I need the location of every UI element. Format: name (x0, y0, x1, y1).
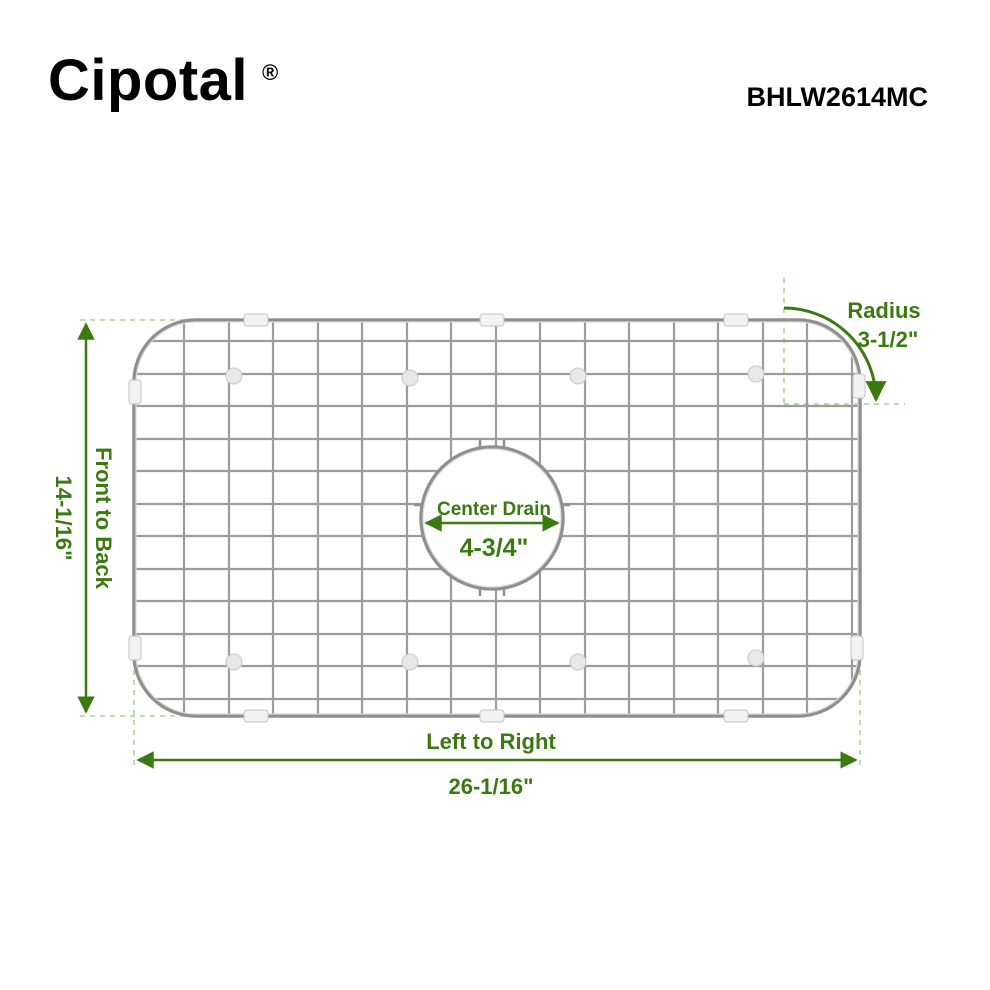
bumper (852, 373, 866, 399)
bumper (723, 709, 749, 723)
rubber-foot (747, 649, 765, 667)
left-to-right-label: Left to Right (426, 729, 556, 754)
registered-mark: ® (262, 60, 279, 85)
radius-label: Radius (847, 298, 920, 323)
rubber-bumpers (128, 313, 866, 723)
center-drain-label: Center Drain (437, 499, 551, 520)
grid-rack (134, 320, 860, 716)
bumper (479, 313, 505, 327)
bumper (723, 313, 749, 327)
front-to-back-label: Front to Back (91, 447, 116, 590)
radius-value: 3-1/2" (858, 327, 919, 352)
left-to-right-value: 26-1/16" (448, 774, 533, 799)
rubber-feet (225, 365, 765, 671)
bumper (128, 635, 142, 661)
rubber-foot (401, 653, 419, 671)
bumper (850, 635, 864, 661)
bumper (128, 379, 142, 405)
rubber-foot (747, 365, 765, 383)
rubber-foot (401, 369, 419, 387)
rubber-foot (225, 367, 243, 385)
radius-arc (783, 306, 887, 403)
drain-supports (414, 440, 570, 596)
front-to-back-value: 14-1/16" (51, 475, 76, 560)
bumper (243, 313, 269, 327)
center-drain-value: 4-3/4" (460, 534, 529, 562)
rubber-foot (569, 653, 587, 671)
rubber-foot (225, 653, 243, 671)
bumper (479, 709, 505, 723)
rubber-foot (569, 367, 587, 385)
brand-logo: Cipotal (48, 48, 249, 113)
bumper (243, 709, 269, 723)
model-number: BHLW2614MC (746, 82, 928, 112)
